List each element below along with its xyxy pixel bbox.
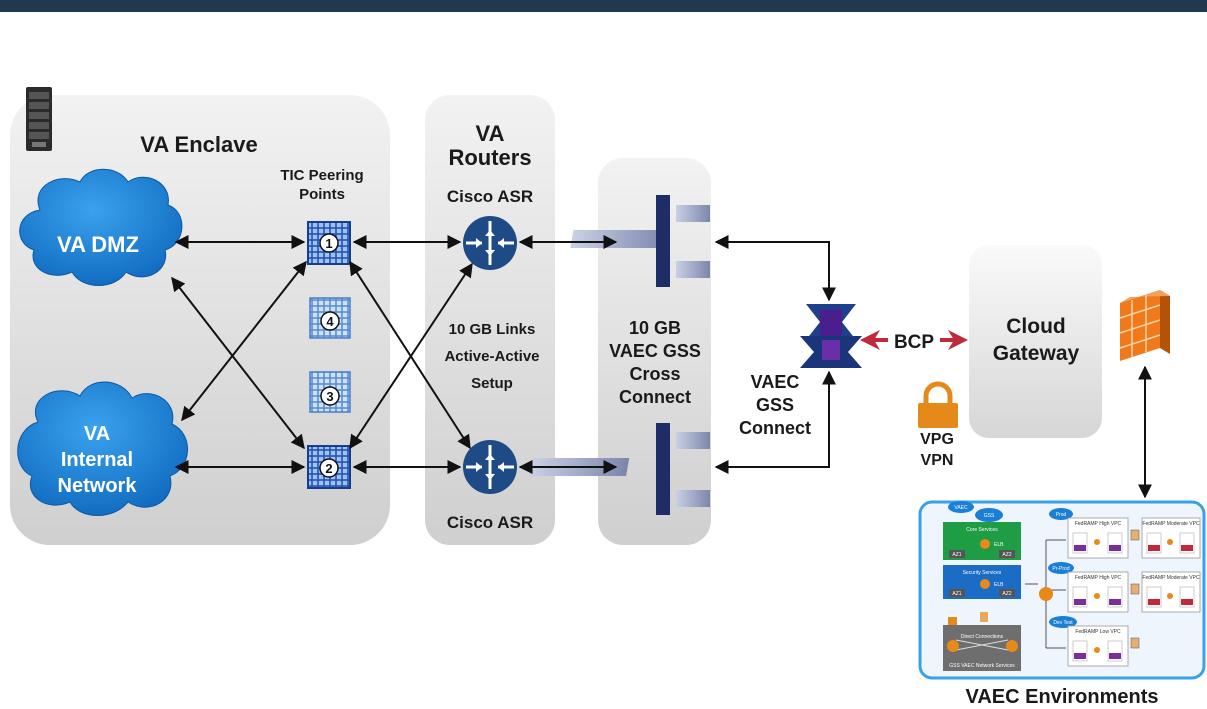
core-az2-label: AZ2 <box>1002 552 1011 558</box>
vaec-environments-caption: VAEC Environments <box>966 686 1159 708</box>
security-services-box: Security Services ELB AZ1 AZ2 <box>943 565 1021 599</box>
security-az2-label: AZ2 <box>1002 591 1011 597</box>
tic-label-line2: Points <box>299 186 345 203</box>
router-bottom-icon <box>463 440 517 494</box>
top-banner <box>0 0 1207 12</box>
va-dmz-label: VA DMZ <box>57 232 139 257</box>
devtest-label: Dev Test <box>1053 620 1073 626</box>
cloud-gateway-container <box>969 245 1102 438</box>
network-services-box: Direct Connections GSS VAEC Network Serv… <box>943 612 1021 671</box>
direct-connections-label: Direct Connections <box>961 634 1004 640</box>
core-services-box: Core Services ELB AZ1 AZ2 <box>943 522 1021 560</box>
devtest-low-vpc-label: FedRAMP Low VPC <box>1075 629 1121 635</box>
vpn-lock-icon <box>918 381 958 428</box>
tic-point-2: 2 <box>307 445 351 489</box>
gss-connect-line3: Connect <box>739 418 811 438</box>
bcp-label: BCP <box>894 332 934 353</box>
vpg-line1: VPG <box>920 431 954 448</box>
va-dmz-cloud: VA DMZ <box>19 168 183 286</box>
arrow-cross-top-gss <box>714 235 836 302</box>
router-top-label: Cisco ASR <box>447 187 533 206</box>
tic-point-4-number: 4 <box>326 314 334 329</box>
prod-high-vpc-label: FedRAMP High VPC <box>1075 521 1122 527</box>
arrow-cross-bottom-gss <box>714 370 836 474</box>
tic-point-3-number: 3 <box>326 389 333 404</box>
va-internal-network-cloud: VA Internal Network <box>17 381 188 516</box>
vpg-line2: VPN <box>921 452 954 469</box>
prod-env: Prod FedRAMP High VPC FedRAMP Moderate V… <box>1049 508 1201 559</box>
connection-arrows <box>171 235 1152 499</box>
routers-title-line1: VA <box>476 121 505 146</box>
links-line2: Active-Active <box>444 348 539 365</box>
security-az1-label: AZ1 <box>952 591 961 597</box>
cross-connect-top-icon <box>570 195 710 287</box>
gateway-line2: Gateway <box>993 342 1080 365</box>
preprod-env: Pr-Prod FedRAMP High VPC FedRAMP Moderat… <box>1048 562 1201 613</box>
links-line3: Setup <box>471 375 513 392</box>
security-elb-label: ELB <box>994 582 1004 588</box>
routers-title-line2: Routers <box>448 145 531 170</box>
cross-connect-line1: 10 GB <box>629 318 681 338</box>
gss-connect-line1: VAEC <box>751 372 800 392</box>
gss-connect-icon <box>800 304 862 368</box>
core-services-label: Core Services <box>966 527 998 533</box>
vaec-tag-label: VAEC <box>954 505 968 511</box>
prod-moderate-vpc-label: FedRAMP Moderate VPC <box>1142 521 1200 527</box>
security-services-label: Security Services <box>963 570 1002 576</box>
gss-tag: GSS <box>975 508 1003 522</box>
va-internal-line1: VA <box>84 423 110 445</box>
core-elb-label: ELB <box>994 542 1004 548</box>
arrow-internal-tic1 <box>181 260 307 422</box>
gss-connect-line2: GSS <box>756 395 794 415</box>
vaec-tag: VAEC <box>948 501 974 513</box>
router-top-icon <box>463 216 517 270</box>
devtest-env: Dev Test FedRAMP Low VPC <box>1049 616 1140 667</box>
cross-connect-line2: VAEC GSS <box>609 341 701 361</box>
tic-point-1-number: 1 <box>325 236 332 251</box>
preprod-label: Pr-Prod <box>1052 566 1069 572</box>
network-services-label: GSS VAEC Network Services <box>949 663 1015 669</box>
firewall-icon <box>1119 290 1170 361</box>
preprod-moderate-vpc-label: FedRAMP Moderate VPC <box>1142 575 1200 581</box>
preprod-high-vpc-label: FedRAMP High VPC <box>1075 575 1122 581</box>
env-router-icon <box>1039 587 1053 601</box>
arrow-tic2-router-top <box>349 262 473 450</box>
va-enclave-title: VA Enclave <box>140 132 257 157</box>
tic-point-1: 1 <box>307 221 351 265</box>
router-bottom-label: Cisco ASR <box>447 513 533 532</box>
core-az1-label: AZ1 <box>952 552 961 558</box>
va-internal-line3: Network <box>58 475 138 497</box>
tic-label-line1: TIC Peering <box>280 167 363 184</box>
tic-point-2-number: 2 <box>325 461 332 476</box>
gateway-line1: Cloud <box>1006 315 1065 338</box>
va-internal-line2: Internal <box>61 449 133 471</box>
cross-connect-line4: Connect <box>619 387 691 407</box>
vaec-environments-panel: VAEC GSS Core Services ELB AZ1 AZ2 Secur… <box>918 500 1206 680</box>
links-line1: 10 GB Links <box>449 321 536 338</box>
gss-tag-label: GSS <box>984 513 995 519</box>
cross-connect-line3: Cross <box>629 364 680 384</box>
tic-point-3: 3 <box>309 371 351 413</box>
server-rack-icon <box>26 87 52 151</box>
tic-point-4: 4 <box>309 297 351 339</box>
prod-label: Prod <box>1056 512 1067 518</box>
